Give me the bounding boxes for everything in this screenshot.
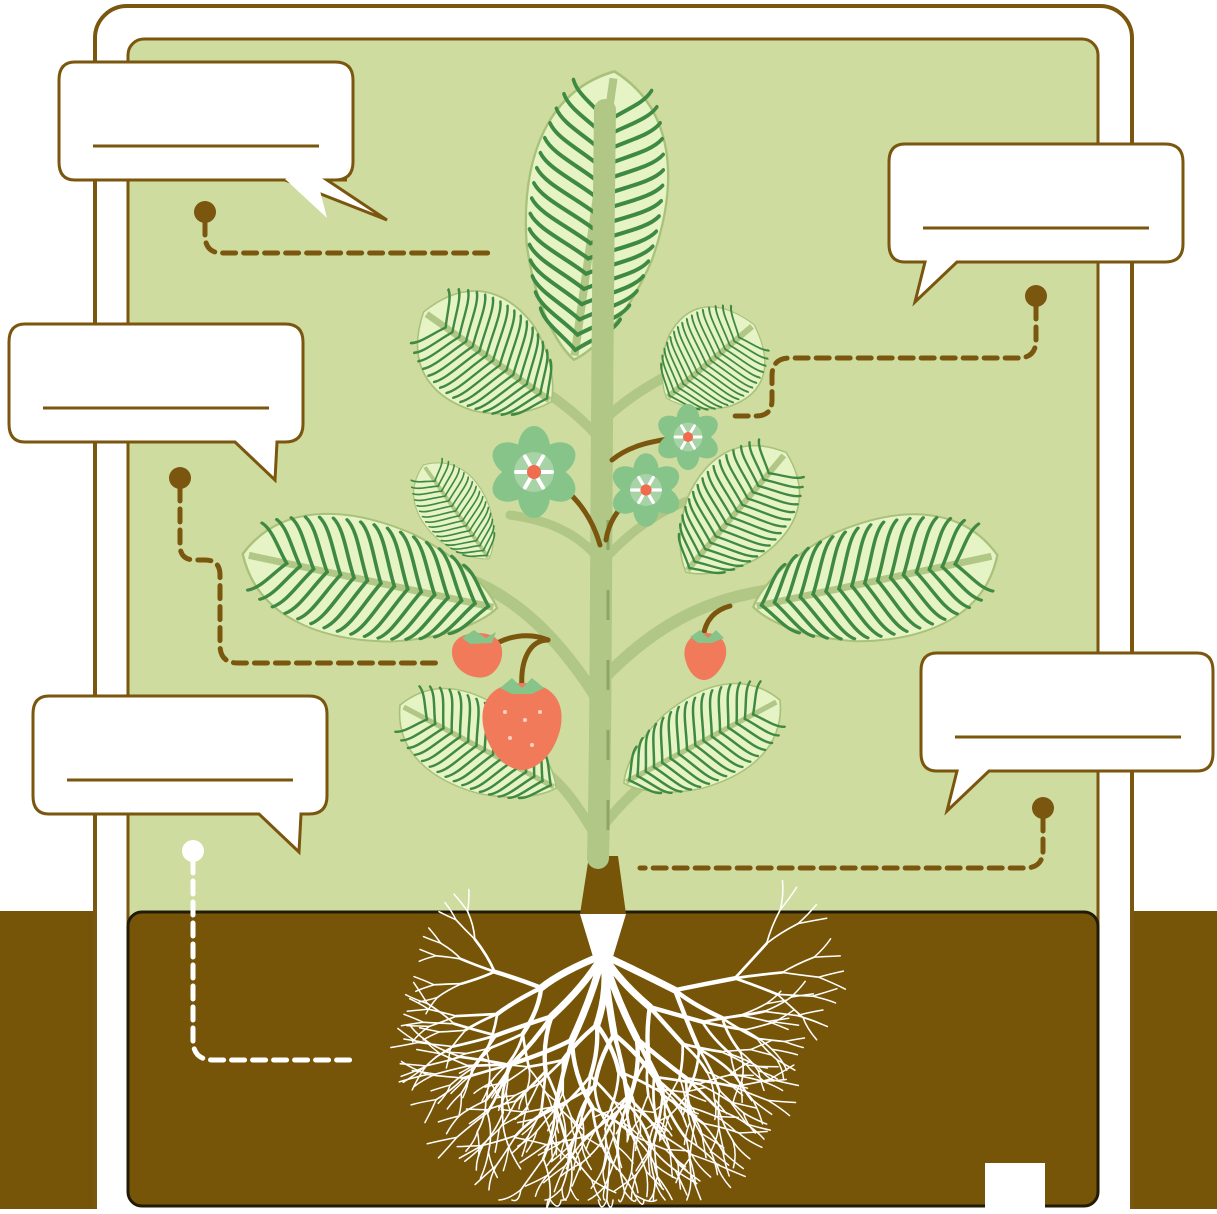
panel-notch bbox=[985, 1163, 1045, 1209]
speech-bubble-icon bbox=[57, 60, 355, 220]
callout-flower-top-left[interactable] bbox=[57, 60, 355, 220]
callout-flower-top-right[interactable] bbox=[887, 142, 1185, 302]
speech-bubble-icon bbox=[887, 142, 1185, 302]
speech-bubble-icon bbox=[919, 651, 1217, 811]
callout-leaf-left[interactable] bbox=[7, 322, 305, 482]
speech-bubble-icon bbox=[31, 694, 329, 854]
callout-stem-right[interactable] bbox=[919, 651, 1217, 811]
main-stem bbox=[598, 110, 605, 858]
callout-fruit-left[interactable] bbox=[31, 694, 329, 854]
speech-bubble-icon bbox=[7, 322, 305, 482]
